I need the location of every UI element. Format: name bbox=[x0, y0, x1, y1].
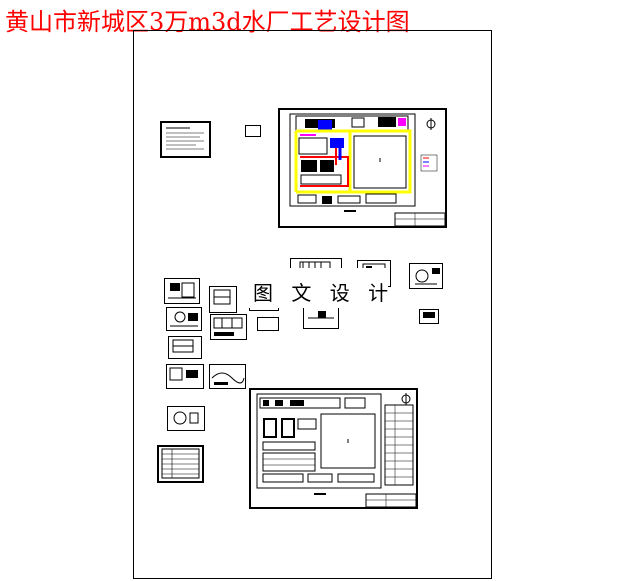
drawing-title: 黄山市新城区3万m3d水厂工艺设计图 bbox=[5, 8, 410, 36]
detail-sheet-i[interactable] bbox=[257, 317, 279, 331]
small-detail-sheet-1[interactable] bbox=[245, 125, 261, 137]
watermark-text: 图 文 设 计 bbox=[253, 281, 395, 305]
notes-sheet[interactable] bbox=[160, 121, 211, 158]
drawing-frame bbox=[133, 30, 492, 579]
detail-sheet-c[interactable] bbox=[409, 263, 443, 289]
watermark-background bbox=[238, 268, 388, 308]
